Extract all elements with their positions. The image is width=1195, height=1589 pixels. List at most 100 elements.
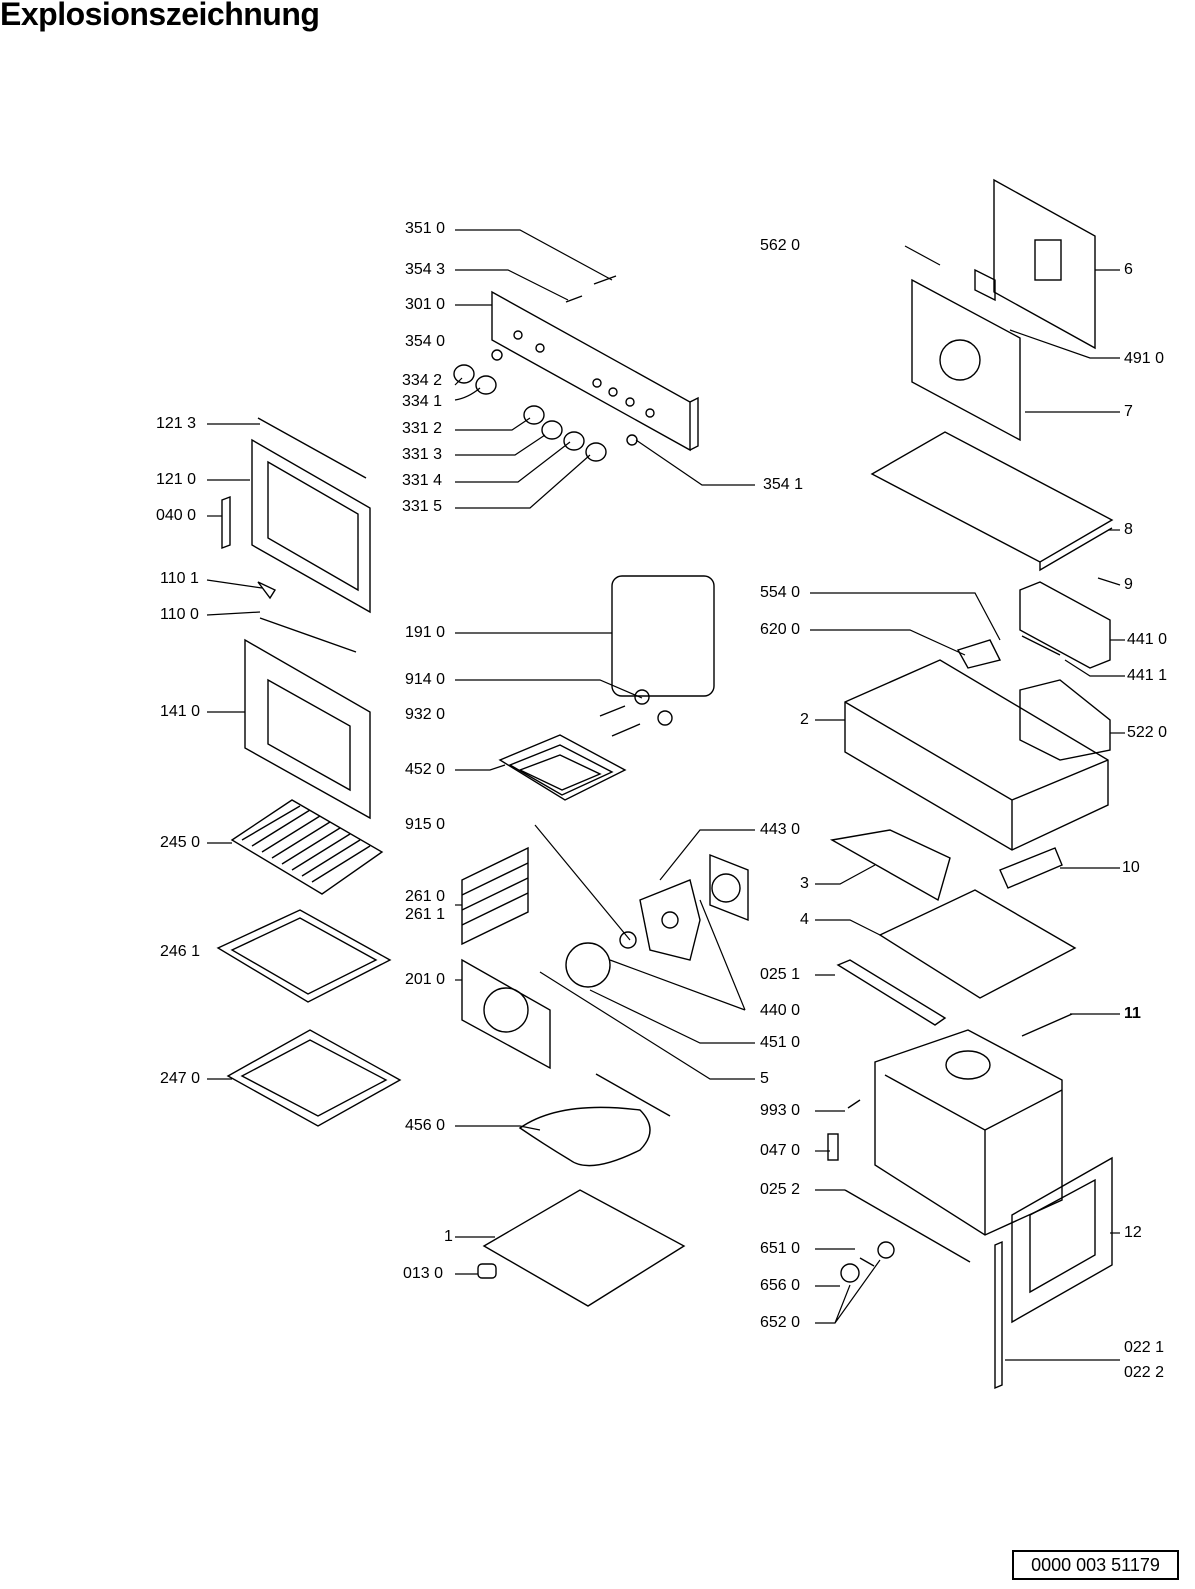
leader-line [810,592,1001,641]
leader-line [635,439,755,486]
leader-line [815,1259,881,1324]
small-parts [827,1099,895,1283]
part-label: 110 0 [160,606,199,623]
part-label: 331 3 [402,446,443,463]
part-label: 11 [1124,1005,1141,1022]
part-label: 354 1 [763,476,804,493]
side-rails [461,846,529,946]
rail-025 [836,959,947,1026]
part-label: 110 1 [160,570,199,587]
leader-line [206,611,261,616]
outer-casing [844,639,1111,851]
part-label: 562 0 [760,237,801,254]
door-gasket [611,575,715,697]
part-label: 12 [1124,1224,1142,1241]
inner-glass [244,638,371,820]
document-number: 0000 003 51179 [1012,1550,1179,1580]
part-label: 522 0 [1127,724,1168,741]
leader-line [455,454,591,509]
part-label: 2 [800,711,809,728]
part-label: 261 0 [405,888,446,905]
page-title: Explosionszeichnung [0,0,320,32]
part-label: 491 0 [1124,350,1165,367]
part-label: 4 [800,911,809,928]
part-label: 247 0 [160,1070,201,1087]
knobs [453,275,638,462]
bracket-10 [999,847,1063,889]
top-panel [870,431,1114,572]
part-label: 5 [760,1070,769,1087]
part-label: 354 3 [405,261,446,278]
control-panel [491,290,699,452]
part-label: 652 0 [760,1314,801,1331]
leader-line [1097,577,1121,586]
baking-tray [216,909,392,1003]
part-label: 441 0 [1127,631,1168,648]
part-label: 443 0 [760,821,801,838]
leader-line [455,1125,541,1131]
leader-line [1009,329,1120,359]
part-label: 3 [800,875,809,892]
part-label: 554 0 [760,584,801,601]
part-label: 261 1 [405,906,446,923]
leader-line [589,989,755,1044]
part-label: 022 2 [1124,1364,1165,1381]
leader-line [659,829,755,881]
part-label: 013 0 [403,1265,444,1282]
leader-line [455,229,613,281]
part-label: 7 [1124,403,1133,420]
leader-line [534,824,631,941]
part-label: 451 0 [760,1034,801,1051]
leader-line [539,971,755,1080]
heat-shield [829,829,951,902]
part-label: 6 [1124,261,1133,278]
back-panel [461,958,551,1070]
part-label: 1 [444,1228,453,1245]
insulation-plate [878,889,1077,999]
part-label: 932 0 [405,706,446,723]
part-label: 334 1 [402,393,443,410]
wire-rack [230,799,384,895]
leader-line [815,919,881,936]
part-label: 651 0 [760,1240,801,1257]
part-label: 351 0 [405,220,446,237]
part-label: 191 0 [405,624,446,641]
fan [565,853,749,988]
part-label: 025 1 [760,966,801,983]
part-label: 354 0 [405,333,446,350]
fan-bracket [911,268,1021,442]
part-label: 334 2 [402,372,443,389]
oven-door [221,417,371,653]
leader-line [810,629,966,656]
part-label: 201 0 [405,971,446,988]
part-label: 121 3 [156,415,197,432]
part-label: 915 0 [405,816,446,833]
part-label: 10 [1122,859,1140,876]
leader-line [455,269,569,301]
oven-cavity [844,1029,1063,1263]
part-label: 121 0 [156,471,197,488]
part-label: 047 0 [760,1142,801,1159]
floor-plate [477,1189,686,1307]
part-label: 993 0 [760,1102,801,1119]
part-label: 025 2 [760,1181,801,1198]
part-label: 246 1 [160,943,201,960]
leader-line [609,899,746,1011]
grill-element [498,689,673,801]
part-label: 245 0 [160,834,201,851]
leader-line [815,864,876,885]
part-label: 040 0 [156,507,197,524]
leader-line [1064,659,1125,677]
leader-line [904,245,941,266]
leader-line [455,764,506,771]
leader-line [454,387,481,401]
part-label: 456 0 [405,1117,446,1134]
deep-tray [226,1029,402,1127]
part-label: 022 1 [1124,1339,1165,1356]
part-label: 656 0 [760,1277,801,1294]
leader-line [455,679,643,699]
part-label: 331 4 [402,472,443,489]
leader-line [455,417,531,431]
rod-11 [1021,1013,1073,1037]
